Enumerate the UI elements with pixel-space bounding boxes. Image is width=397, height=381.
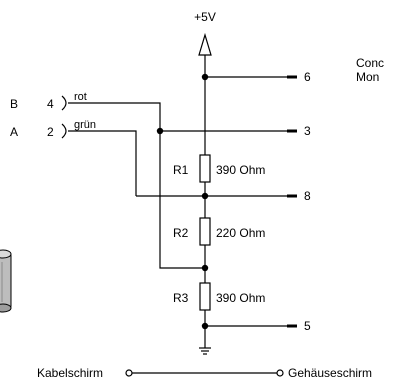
terminal-6-label: 6	[304, 70, 311, 84]
pin-a-contact-icon	[61, 123, 67, 139]
pin-b-letter: B	[10, 97, 18, 111]
cable-shield-terminal-icon	[125, 369, 133, 377]
supply-label: +5V	[194, 10, 216, 24]
terminal-8-label: 8	[304, 189, 311, 203]
junction-dot	[201, 73, 209, 81]
terminal-3-label: 3	[304, 124, 311, 138]
resistor-r3	[199, 282, 211, 311]
pin-a-letter: A	[10, 125, 18, 139]
housing-shield-terminal-icon	[276, 369, 284, 377]
junction-dot	[201, 322, 209, 330]
side-note-line2: Mon	[356, 70, 379, 84]
pin-b-contact-icon	[61, 95, 67, 111]
r2-value: 220 Ohm	[216, 226, 265, 240]
r3-name: R3	[173, 291, 189, 305]
junction-dot	[201, 192, 209, 200]
side-note-line1: Conc	[356, 56, 384, 70]
terminal-5-label: 5	[304, 319, 311, 333]
r2-name: R2	[173, 226, 189, 240]
wire-rot	[68, 102, 205, 269]
resistor-r2	[199, 217, 211, 246]
supply-arrow-icon	[198, 32, 212, 56]
pin-b-wire-label: rot	[74, 91, 87, 103]
r1-value: 390 Ohm	[216, 163, 265, 177]
wire-gruen	[68, 130, 137, 196]
housing-shield-label: Gehäuseschirm	[288, 366, 372, 380]
connector-housing-icon	[0, 249, 12, 313]
pin-a-wire-label: grün	[74, 119, 96, 131]
pin-b-number: 4	[47, 97, 54, 111]
pin-a-number: 2	[47, 125, 54, 139]
ground-icon	[199, 347, 211, 355]
junction-dot	[156, 127, 164, 135]
cable-shield-label: Kabelschirm	[37, 366, 103, 380]
r3-value: 390 Ohm	[216, 291, 265, 305]
resistor-r1	[199, 154, 211, 183]
junction-dot	[201, 264, 209, 272]
r1-name: R1	[173, 163, 189, 177]
